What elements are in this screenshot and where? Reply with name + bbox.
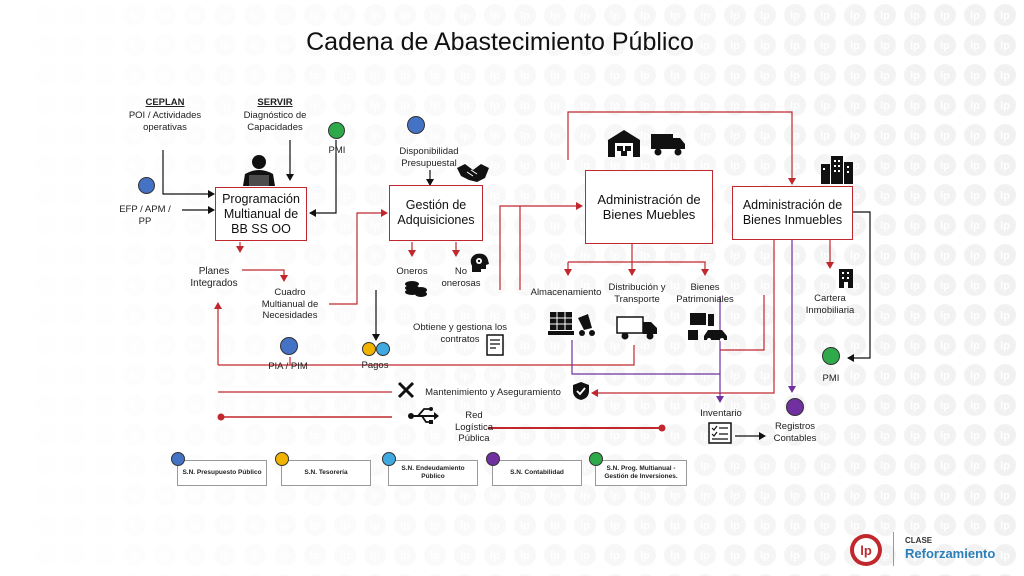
buildings-icon (821, 156, 853, 184)
lp-logo-text: lp (860, 543, 872, 558)
head-gears-icon (470, 253, 489, 272)
usb-icon (408, 407, 439, 424)
pmi-top-dot (328, 122, 345, 139)
logo-line2: Reforzamiento (905, 546, 996, 561)
tools-icon (397, 381, 415, 399)
disponibilidad-dot (407, 116, 425, 134)
delivery-truck-icon (616, 316, 657, 340)
ceplan-title: CEPLAN (145, 97, 185, 108)
legend-item-endeudamiento: S.N. Endeudamiento Público (388, 460, 478, 486)
pia-dot (280, 337, 298, 355)
legend-item-contabilidad: S.N. Contabilidad (492, 460, 582, 486)
ceplan-text: POI / Actividades operativas (128, 110, 202, 133)
box-programacion[interactable]: Programación Multianual de BB SS OO (215, 187, 307, 241)
legend-item-tesoreria: S.N. Tesorería (281, 460, 371, 486)
box-gestion[interactable]: Gestión de Adquisiciones (389, 185, 483, 241)
disponibilidad-label: Disponibilidad Presupuestal (399, 146, 459, 169)
box-inmuebles[interactable]: Administración de Bienes Inmuebles (732, 186, 853, 240)
legend-dot-4 (589, 452, 603, 466)
legend-item-presupuesto: S.N. Presupuesto Público (177, 460, 267, 486)
shield-icon (573, 382, 589, 400)
warehouse-icon (608, 130, 640, 157)
mantenimiento-label: Mantenimiento y Aseguramiento (425, 387, 561, 398)
obtiene-label: Obtiene y gestiona los contratos (412, 322, 507, 345)
pallet-icon (548, 312, 595, 336)
page-title: Cadena de Abastecimiento Público (306, 28, 694, 56)
computer-icon (688, 313, 727, 342)
efp-label: EFP / APM / PP (119, 204, 171, 227)
handshake-icon (457, 164, 489, 182)
box-muebles[interactable]: Administración de Bienes Muebles (585, 170, 713, 244)
legend-dot-2 (382, 452, 396, 466)
servir-text: Diagnóstico de Capacidades (243, 110, 307, 133)
logo-divider (893, 532, 894, 566)
cartera-label: Cartera Inmobiliaria (805, 293, 855, 316)
oneros-label: Oneros (396, 266, 428, 277)
registros-label: Registros Contables (773, 421, 817, 444)
pmi-top-label: PMI (328, 145, 346, 156)
pmi-right-label: PMI (822, 373, 840, 384)
legend-dot-3 (486, 452, 500, 466)
distribucion-label: Distribución y Transporte (608, 282, 666, 305)
legend-dot-1 (275, 452, 289, 466)
no-onerosas-label: No onerosas (441, 266, 481, 289)
coins-icon (405, 281, 427, 297)
inventario-label: Inventario (700, 408, 742, 419)
registros-dot (786, 398, 804, 416)
bienes-patrimoniales-label: Bienes Patrimoniales (676, 282, 734, 305)
planes-label: Planes Integrados (190, 266, 238, 289)
building-icon (839, 269, 853, 288)
pagos-label: Pagos (361, 360, 389, 371)
logo-line1: CLASE (905, 536, 933, 545)
pmi-right-dot (822, 347, 840, 365)
contract-icon (486, 334, 504, 356)
legend-dot-0 (171, 452, 185, 466)
efp-dot (138, 177, 155, 194)
red-label: Red Logística Pública (454, 410, 494, 444)
lp-logo: lp (850, 534, 882, 566)
pia-label: PIA / PIM (268, 361, 308, 372)
checklist-icon (708, 422, 732, 444)
pagos-dot-blue (376, 342, 390, 356)
legend-item-inversiones: S.N. Prog. Multianual - Gestión de Inver… (595, 460, 687, 486)
truck-icon (651, 134, 685, 156)
person-icon (243, 155, 275, 186)
pagos-dot-yellow (362, 342, 376, 356)
servir-title: SERVIR (257, 97, 293, 108)
almacenamiento-label: Almacenamiento (530, 287, 602, 298)
cuadro-label: Cuadro Multianual de Necesidades (261, 287, 319, 321)
